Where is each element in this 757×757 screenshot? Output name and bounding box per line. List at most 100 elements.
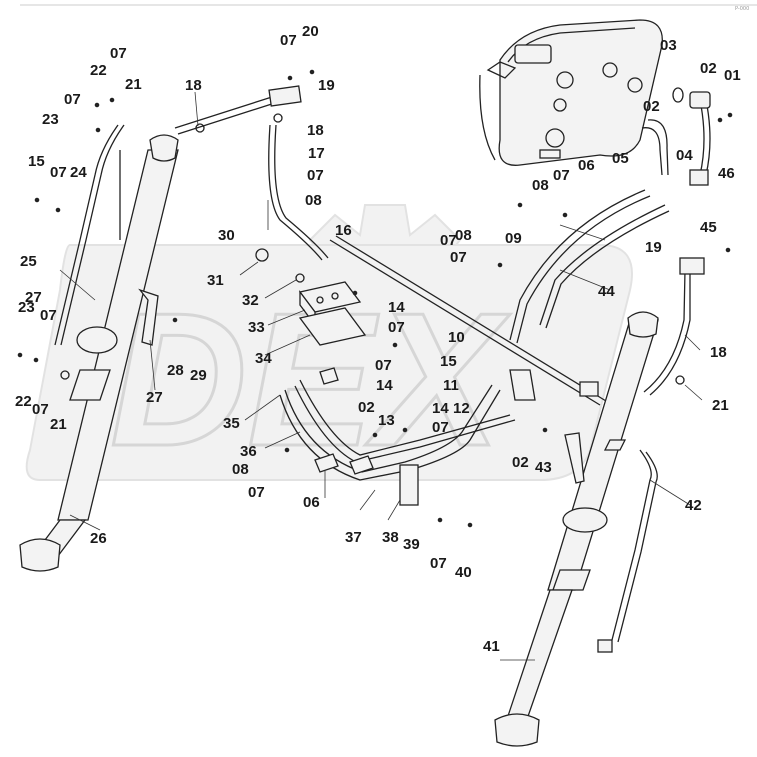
callout-07: 07 — [110, 45, 127, 62]
callout-34: 34 — [255, 350, 272, 367]
callout-21: 21 — [50, 416, 67, 433]
callout-40: 40 — [455, 564, 472, 581]
callout-01: 01 — [724, 67, 741, 84]
callout-12: 12 — [453, 400, 470, 417]
callout-17: 17 — [308, 145, 325, 162]
fitting-45 — [689, 169, 709, 186]
callout-08: 08 — [532, 177, 549, 194]
callout-06: 06 — [578, 157, 595, 174]
callout-08: 08 — [455, 227, 472, 244]
callout-05: 05 — [612, 150, 629, 167]
callout-33: 33 — [248, 319, 265, 336]
leader-lines — [59, 91, 703, 661]
lower-hose-assembly — [279, 369, 536, 506]
callout-46: 46 — [718, 165, 735, 182]
callout-41: 41 — [483, 638, 500, 655]
cable-42-edge — [617, 451, 658, 643]
callout-09: 09 — [505, 230, 522, 247]
callout-04: 04 — [676, 147, 693, 164]
callout-07: 07 — [248, 484, 265, 501]
corner-code: P-000 — [735, 6, 749, 12]
callout-07: 07 — [388, 319, 405, 336]
callout-14: 14 — [432, 400, 449, 417]
callout-43: 43 — [535, 459, 552, 476]
callout-02: 02 — [643, 98, 660, 115]
callout-23: 27 — [25, 289, 42, 306]
hydraulic-tank — [479, 19, 663, 166]
callout-07: 07 — [430, 555, 447, 572]
callout-31: 31 — [207, 272, 224, 289]
callout-07: 07 — [440, 232, 457, 249]
callout-23: 23 — [18, 299, 35, 316]
callout-03: 03 — [660, 37, 677, 54]
callout-07: 07 — [40, 307, 57, 324]
callout-07: 07 — [375, 357, 392, 374]
callout-30: 30 — [218, 227, 235, 244]
hose-04 — [699, 99, 705, 176]
hose-05 — [641, 127, 663, 176]
callout-26: 26 — [90, 530, 107, 547]
callout-18: 18 — [185, 77, 202, 94]
callout-14: 14 — [388, 299, 405, 316]
callout-28: 28 — [167, 362, 184, 379]
callout-07: 07 — [32, 401, 49, 418]
callout-15: 15 — [28, 153, 45, 170]
callout-19: 19 — [645, 239, 662, 256]
o-ring-03 — [672, 87, 684, 103]
filter-head — [689, 91, 711, 109]
callout-22: 22 — [15, 393, 32, 410]
right-hose — [649, 270, 691, 396]
callout-22: 22 — [90, 62, 107, 79]
callout-13: 13 — [378, 412, 395, 429]
callout-18: 18 — [307, 122, 324, 139]
cross-tube-edge — [335, 235, 607, 402]
bracket-27 — [138, 288, 159, 346]
callout-18: 18 — [710, 344, 727, 361]
hose-09-edge — [516, 195, 651, 344]
callout-16: 16 — [335, 222, 352, 239]
upper-tube — [174, 85, 302, 135]
cable-42 — [611, 449, 652, 641]
callout-32: 32 — [242, 292, 259, 309]
callout-07: 07 — [432, 419, 449, 436]
callout-25: 25 — [20, 253, 37, 270]
callout-45: 45 — [700, 219, 717, 236]
callout-39: 39 — [403, 536, 420, 553]
callout-07: 07 — [553, 167, 570, 184]
callout-07: 07 — [64, 91, 81, 108]
callout-10: 10 — [448, 329, 465, 346]
callout-07: 07 — [50, 164, 67, 181]
cross-tube — [329, 239, 601, 406]
callout-20: 20 — [302, 23, 319, 40]
callout-15: 15 — [440, 353, 457, 370]
left-hose — [54, 124, 119, 346]
callout-37: 37 — [345, 529, 362, 546]
callout-29: 29 — [190, 367, 207, 384]
hose-44 — [539, 204, 666, 326]
hose-30 — [268, 124, 323, 261]
small-hardware — [17, 69, 733, 528]
callout-11: 11 — [443, 377, 459, 394]
hose-30-edge — [274, 124, 329, 259]
valve-block — [298, 281, 367, 346]
callout-08: 08 — [232, 461, 249, 478]
callout-14: 14 — [376, 377, 393, 394]
right-lift-cylinder — [494, 311, 659, 747]
callout-24: 24 — [70, 164, 87, 181]
callout-06: 06 — [303, 494, 320, 511]
callout-07: 07 — [280, 32, 297, 49]
right-manifold-19 — [679, 257, 705, 275]
right-hose-edge — [643, 269, 686, 393]
left-lift-cylinder — [19, 134, 179, 572]
callout-08: 08 — [305, 192, 322, 209]
callout-44: 44 — [598, 283, 615, 300]
callout-07: 07 — [450, 249, 467, 266]
callout-07: 07 — [307, 167, 324, 184]
callout-02: 02 — [512, 454, 529, 471]
callout-19: 19 — [318, 77, 335, 94]
connector-42 — [597, 639, 613, 653]
hose-44-edge — [545, 210, 670, 329]
callout-21: 21 — [125, 76, 142, 93]
callout-23: 23 — [42, 111, 59, 128]
